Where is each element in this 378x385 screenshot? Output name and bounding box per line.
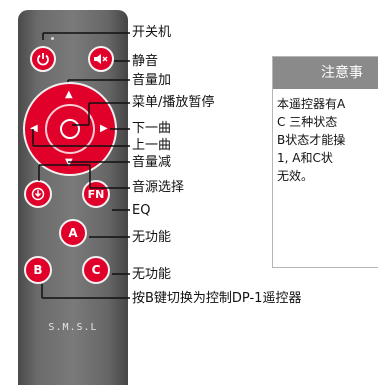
- label-source: 音源选择: [132, 180, 185, 195]
- next-arrow-icon[interactable]: ▶: [100, 123, 108, 134]
- label-mute: 静音: [132, 54, 159, 69]
- fn-button[interactable]: FN: [82, 180, 110, 208]
- notice-line: 本遥控器有A: [277, 97, 346, 111]
- a-button[interactable]: A: [59, 219, 87, 247]
- label-b-switch: 按B键切换为控制DP-1遥控器: [132, 291, 302, 306]
- label-eq: EQ: [132, 203, 151, 218]
- notice-line: C 三种状态: [277, 115, 338, 129]
- label-volume-down: 音量减: [132, 155, 172, 170]
- notice-body: 本遥控器有A C 三种状态 B状态才能操 1, A和C状 无效。: [273, 89, 378, 185]
- label-previous: 上一曲: [132, 138, 172, 153]
- brand-logo: S.M.S.L: [48, 322, 98, 333]
- label-volume-up: 音量加: [132, 73, 172, 88]
- mute-button[interactable]: [88, 46, 114, 72]
- label-a-no-function: 无功能: [132, 230, 172, 245]
- power-icon: [37, 53, 49, 66]
- notice-line: 1, A和C状: [277, 151, 333, 165]
- notice-box: 注意事 本遥控器有A C 三种状态 B状态才能操 1, A和C状 无效。: [272, 56, 378, 268]
- b-button[interactable]: B: [24, 256, 52, 284]
- remote-control: ▲ ▼ ◀ ▶ FN A B C S.M.S.L: [18, 10, 128, 385]
- notice-line: 无效。: [277, 169, 314, 183]
- source-icon: [31, 187, 45, 201]
- label-power: 开关机: [132, 25, 172, 40]
- power-button[interactable]: [30, 46, 56, 72]
- source-button[interactable]: [24, 180, 52, 208]
- label-c-no-function: 无功能: [132, 267, 172, 282]
- volume-up-arrow-icon[interactable]: ▲: [65, 89, 73, 100]
- mute-icon: [94, 54, 108, 64]
- notice-line: B状态才能操: [277, 133, 346, 147]
- c-button[interactable]: C: [82, 256, 110, 284]
- label-menu-play: 菜单/播放暂停: [132, 95, 215, 110]
- notice-title: 注意事: [273, 57, 378, 89]
- ir-indicator: [51, 37, 54, 40]
- previous-arrow-icon[interactable]: ◀: [30, 123, 38, 134]
- label-next: 下一曲: [132, 121, 172, 136]
- menu-play-button[interactable]: [60, 119, 80, 139]
- dpad-ring: [45, 104, 95, 154]
